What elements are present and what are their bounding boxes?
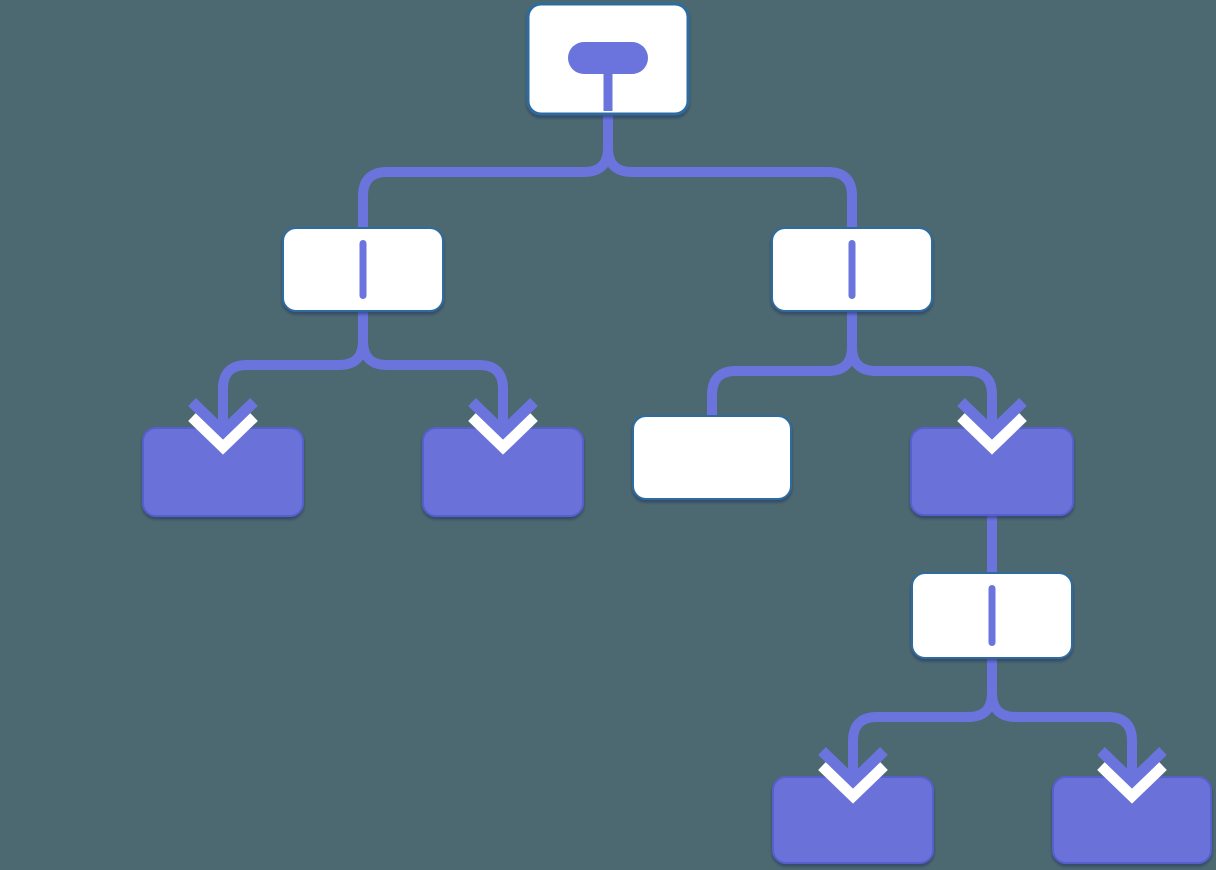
node-branch-lower[interactable] <box>911 572 1073 659</box>
node-root[interactable] <box>526 2 690 116</box>
chevron-white-layer <box>957 413 1027 455</box>
chevron-purple-layer <box>818 747 888 789</box>
chevron-white-layer <box>188 413 258 455</box>
connector-branch-right-empty-node <box>707 310 857 418</box>
chevron-purple-layer <box>468 398 538 440</box>
connector-branch-right-mid-node <box>847 310 997 433</box>
chevron-purple-layer <box>1097 747 1167 789</box>
chevron-arrow-icon <box>188 398 258 455</box>
connector-root-branch-left <box>358 113 613 230</box>
vertical-bar-icon <box>988 585 996 646</box>
chevron-arrow-icon <box>957 398 1027 455</box>
node-branch-left[interactable] <box>282 227 444 312</box>
node-branch-right[interactable] <box>771 227 933 312</box>
chevron-purple-layer <box>188 398 258 440</box>
vertical-bar-icon <box>848 240 856 299</box>
node-empty-node[interactable] <box>632 415 792 500</box>
chevron-white-layer <box>818 762 888 804</box>
connector-branch-lower-leaf-4 <box>987 657 1137 782</box>
vertical-bar-icon <box>359 240 367 299</box>
connector-branch-left-leaf-2 <box>358 310 508 433</box>
connector-root-branch-right <box>603 113 857 230</box>
pill-stem-icon <box>603 72 613 111</box>
chevron-purple-layer <box>957 398 1027 440</box>
chevron-arrow-icon <box>1097 747 1167 804</box>
tree-root-pill-icon <box>568 42 648 74</box>
empty-node-box[interactable] <box>632 415 792 500</box>
chevron-white-layer <box>468 413 538 455</box>
chevron-arrow-icon <box>468 398 538 455</box>
chevron-arrow-icon <box>818 747 888 804</box>
chevron-white-layer <box>1097 762 1167 804</box>
